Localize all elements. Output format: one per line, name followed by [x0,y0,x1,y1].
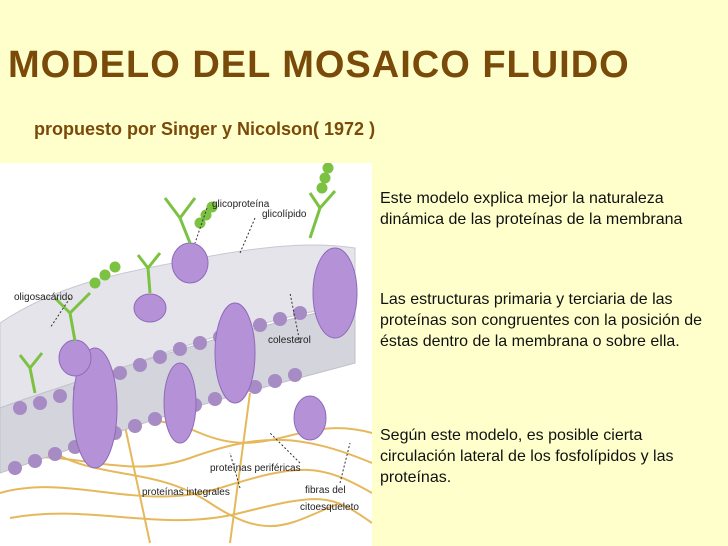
slide-title: MODELO DEL MOSAICO FLUIDO [8,44,630,86]
label-colesterol: colesterol [268,335,311,346]
membrane-proteins [58,242,358,469]
label-oligosacarido: oligosacárido [14,292,73,303]
label-pointers [49,207,351,489]
paragraph-lateral-circulation: Según este modelo, es posible cierta cir… [380,427,674,486]
glycan-chains [18,163,337,394]
label-fibras-line1: fibras del [305,485,346,496]
label-proteinas-integrales: proteínas integrales [142,487,230,498]
label-glicolipido: glicolípido [262,209,307,220]
label-fibras-line2: citoesqueleto [300,502,359,513]
paragraph-protein-structure: Las estructuras primaria y terciaria de … [380,291,702,350]
label-proteinas-perifericas: proteínas periféricas [210,463,301,474]
label-glicoproteina: glicoproteína [212,199,270,210]
slide-subtitle: propuesto por Singer y Nicolson( 1972 ) [34,119,376,139]
membrane-diagram: glicoproteína glicolípido oligosacárido … [0,163,372,546]
paragraph-dynamic-nature: Este modelo explica mejor la naturaleza … [380,190,683,228]
